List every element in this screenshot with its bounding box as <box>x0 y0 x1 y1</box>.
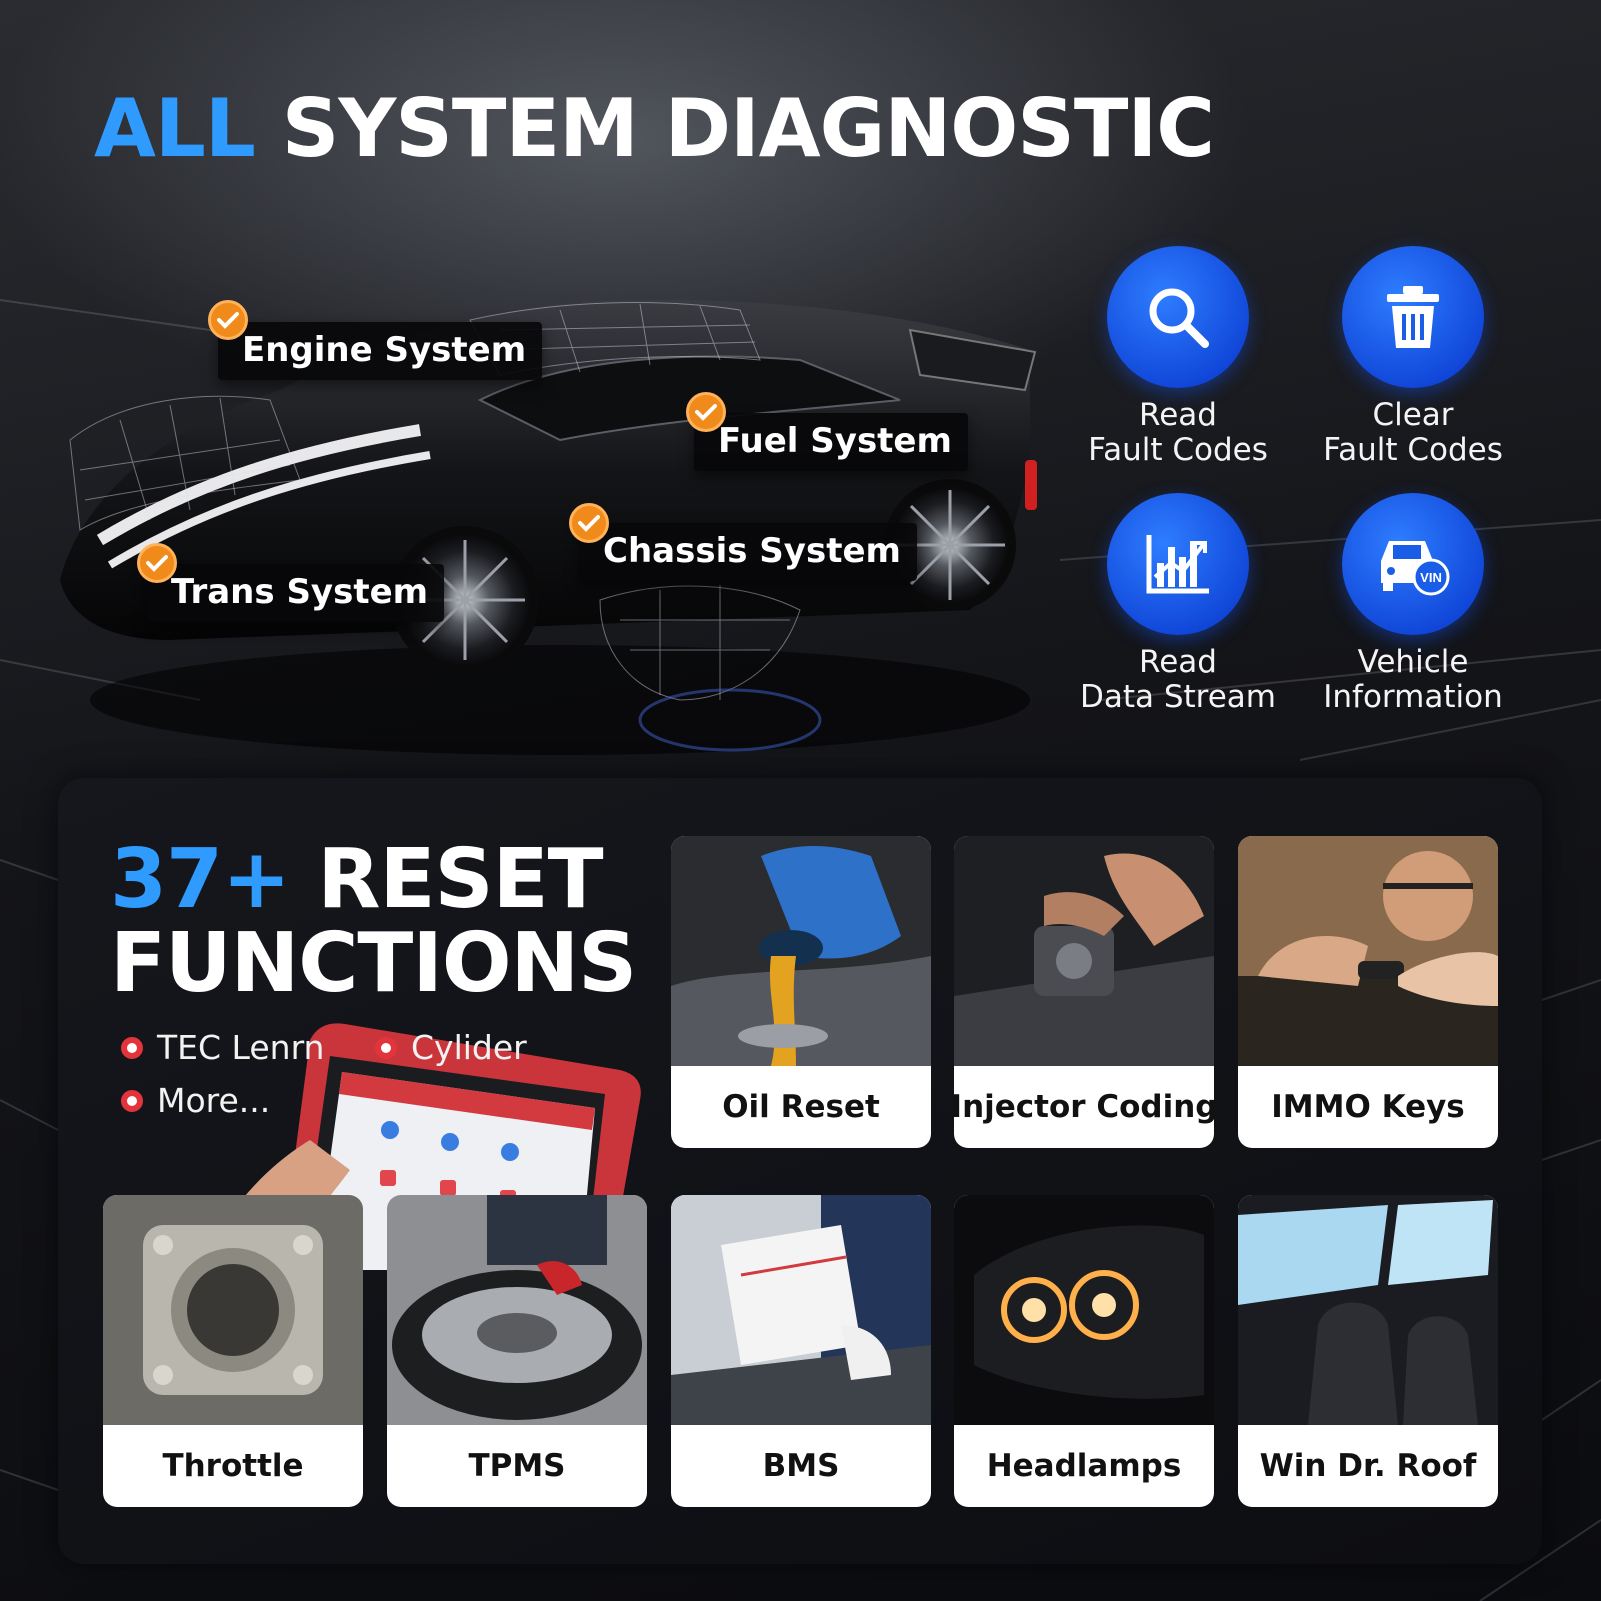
page-title: ALL SYSTEM DIAGNOSTIC <box>94 82 1215 175</box>
engine-system-label: Engine System <box>218 322 543 380</box>
feature-line1: Clear <box>1372 397 1454 433</box>
title-accent: ALL <box>94 82 256 175</box>
bullet-item: More... <box>121 1081 270 1120</box>
check-icon <box>569 503 609 543</box>
bullet-dot-icon <box>121 1036 143 1059</box>
chassis-system-text: Chassis System <box>603 531 901 571</box>
fuel-system-label: Fuel System <box>694 413 968 471</box>
bullet-item: Cylider <box>375 1028 527 1067</box>
chassis-system-label: Chassis System <box>579 523 917 581</box>
throttle-body-image <box>103 1195 363 1425</box>
tpms-card: TPMS <box>387 1195 647 1507</box>
trash-icon <box>1342 246 1484 388</box>
check-icon <box>208 300 248 340</box>
tire-image <box>387 1195 647 1425</box>
feature-line2: Information <box>1323 679 1503 715</box>
bullet-text: TEC Lenrn <box>157 1028 325 1067</box>
immo-keys-card: IMMO Keys <box>1238 836 1498 1148</box>
title-rest: SYSTEM DIAGNOSTIC <box>281 82 1215 175</box>
feature-line1: Read <box>1139 644 1217 680</box>
sports-car-image <box>60 299 1037 755</box>
reset-word: RESET <box>317 832 603 927</box>
card-label: Throttle <box>162 1448 304 1484</box>
card-label: Oil Reset <box>722 1089 880 1125</box>
engine-system-text: Engine System <box>242 330 527 370</box>
headlamp-image <box>954 1195 1214 1425</box>
functions-word: FUNCTIONS <box>110 916 637 1011</box>
card-label: Injector Coding <box>954 1089 1214 1125</box>
bullet-text: Cylider <box>411 1028 527 1067</box>
card-label: BMS <box>762 1448 840 1484</box>
feature-line2: Fault Codes <box>1323 432 1503 468</box>
bullet-item: TEC Lenrn <box>121 1028 324 1067</box>
headlamps-card: Headlamps <box>954 1195 1214 1507</box>
svg-text:VIN: VIN <box>1420 570 1442 585</box>
win-dr-roof-card: Win Dr. Roof <box>1238 1195 1498 1507</box>
oil-reset-card: Oil Reset <box>671 836 931 1148</box>
card-label: IMMO Keys <box>1271 1089 1465 1125</box>
bullet-dot-icon <box>375 1036 397 1059</box>
oil-pour-image <box>671 836 931 1066</box>
battery-image <box>671 1195 931 1425</box>
check-icon <box>137 543 177 583</box>
feature-line2: Fault Codes <box>1088 432 1268 468</box>
bullet-dot-icon <box>121 1089 143 1112</box>
sunroof-image <box>1238 1195 1498 1425</box>
data-stream-icon <box>1107 493 1249 635</box>
immo-keys-image <box>1238 836 1498 1066</box>
reset-functions-title: 37+ RESET FUNCTIONS <box>110 838 637 1011</box>
trans-system-text: Trans System <box>171 572 429 612</box>
injector-engine-image <box>954 836 1214 1066</box>
bms-card: BMS <box>671 1195 931 1507</box>
card-label: Headlamps <box>986 1448 1182 1484</box>
feature-line1: Vehicle <box>1357 644 1469 680</box>
feature-line1: Read <box>1139 397 1217 433</box>
card-label: TPMS <box>468 1448 566 1484</box>
bullet-text: More... <box>157 1081 271 1120</box>
trans-system-label: Trans System <box>147 564 445 622</box>
search-icon <box>1107 246 1249 388</box>
injector-coding-card: Injector Coding <box>954 836 1214 1148</box>
check-icon <box>686 392 726 432</box>
card-label: Win Dr. Roof <box>1259 1448 1477 1484</box>
feature-line2: Data Stream <box>1079 679 1277 715</box>
throttle-card: Throttle <box>103 1195 363 1507</box>
vin-car-icon: VIN <box>1342 493 1484 635</box>
fuel-system-text: Fuel System <box>718 421 952 461</box>
reset-count: 37+ <box>110 832 291 927</box>
